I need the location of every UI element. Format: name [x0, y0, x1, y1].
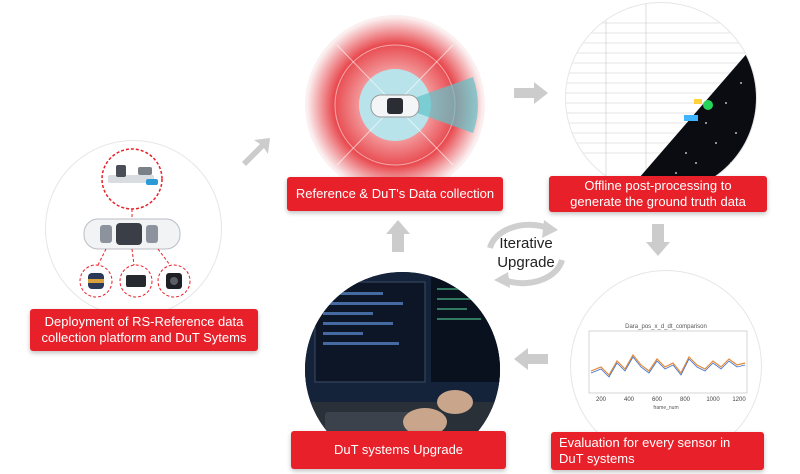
- deployment-label: Deployment of RS-Reference data collecti…: [30, 309, 258, 351]
- radar-illustration: [307, 17, 483, 193]
- center-label-line1: Iterative: [499, 235, 553, 252]
- plot-xtick: 800: [680, 397, 691, 403]
- upgrade-label-text: DuT systems Upgrade: [333, 442, 464, 457]
- arrow-up-icon: [386, 220, 410, 252]
- plot-xtick: 600: [652, 397, 663, 403]
- postprocess-label-line2: generate the ground truth data: [570, 194, 746, 209]
- postprocess-circle: [565, 2, 757, 194]
- deployment-illustration: [79, 148, 191, 298]
- center-label-line2: Upgrade: [497, 254, 555, 271]
- deployment-label-line2: collection platform and DuT Sytems: [41, 330, 247, 345]
- evaluation-circle: Dara_pos_x_d_dt_comparison 200 400 600 8…: [570, 270, 762, 462]
- collection-circle: [305, 15, 485, 195]
- collection-label-text: Reference & DuT's Data collection: [295, 186, 495, 201]
- arrow-left-icon: [514, 348, 548, 370]
- arrow-up-right-icon: [242, 138, 270, 166]
- upgrade-label: DuT systems Upgrade: [291, 431, 506, 469]
- arrow-right-icon: [514, 82, 548, 104]
- collection-label: Reference & DuT's Data collection: [287, 177, 503, 211]
- plot-xlabel: frame_num: [653, 405, 678, 411]
- postprocess-label: Offline post-processing to generate the …: [549, 176, 767, 212]
- center-label: Iterative Upgrade: [486, 234, 566, 272]
- plot-xtick: 1000: [706, 397, 720, 403]
- plot-title: Dara_pos_x_d_dt_comparison: [625, 324, 707, 330]
- pointcloud-illustration: [566, 3, 756, 193]
- evaluation-plot: Dara_pos_x_d_dt_comparison 200 400 600 8…: [588, 324, 748, 411]
- plot-xtick: 200: [596, 397, 607, 403]
- plot-xtick: 400: [624, 397, 635, 403]
- plot-xtick: 1200: [732, 397, 746, 403]
- evaluation-label: Evaluation for every sensor in DuT syste…: [551, 432, 764, 470]
- cycle-arrows-icon: [487, 220, 565, 288]
- deployment-circle: [45, 140, 222, 317]
- arrow-down-icon: [646, 224, 670, 256]
- postprocess-label-line1: Offline post-processing to: [584, 178, 732, 193]
- deployment-label-line1: Deployment of RS-Reference data: [44, 314, 244, 329]
- evaluation-label-line1: Evaluation for every sensor in: [559, 435, 731, 450]
- evaluation-label-line2: DuT systems: [559, 451, 635, 466]
